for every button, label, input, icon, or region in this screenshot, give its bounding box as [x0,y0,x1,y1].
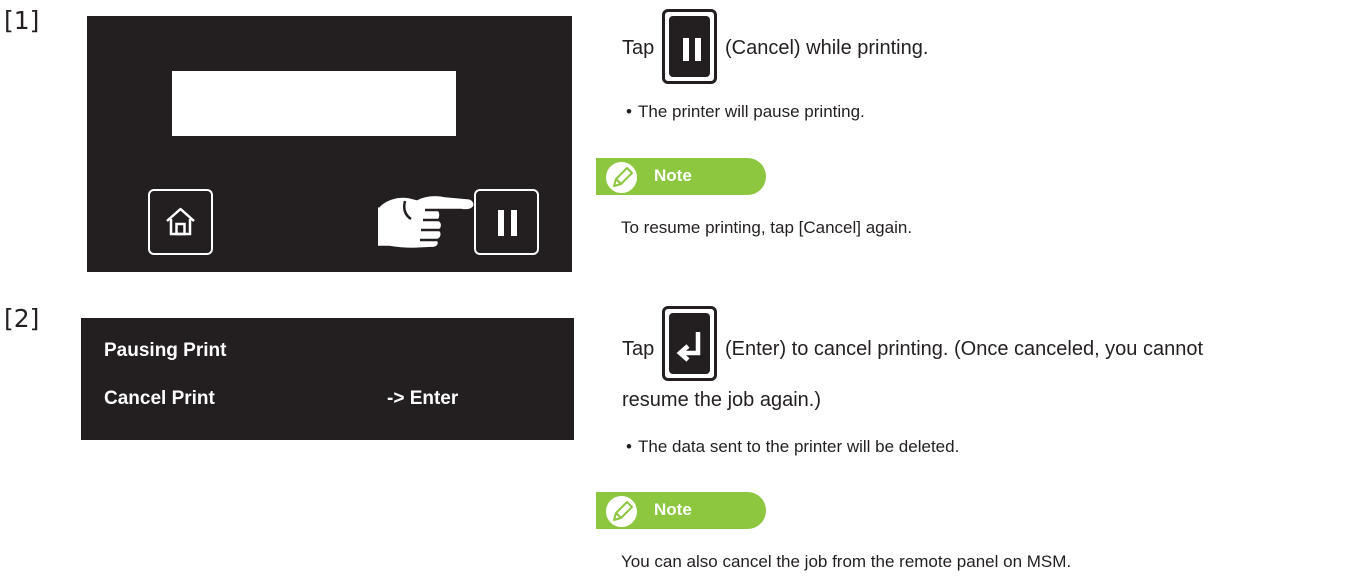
step-2-instruction-line2: resume the job again.) [622,389,821,412]
step-2-tap: Tap [622,338,654,361]
lcd-display [172,71,456,136]
lcd-screen-2 [81,318,574,440]
step-2-number: [2] [4,304,39,333]
pencil-icon [606,162,637,193]
lcd-line-cancel-action: -> Enter [387,388,458,410]
step-2-bullet: The data sent to the printer will be del… [638,437,959,457]
inline-enter-key [662,306,717,381]
note-text: To resume printing, tap [Cancel] again. [621,218,912,238]
note-label: Note [654,500,692,520]
step-2-instruction: (Enter) to cancel printing. (Once cancel… [725,338,1203,361]
step-1-bullet: The printer will pause printing. [638,102,865,122]
lcd-line-pausing: Pausing Print [104,340,226,362]
cancel-button [474,189,539,255]
home-button [148,189,213,255]
step-1-bullet-dot: • [626,102,632,122]
note-icon-circle [604,494,639,529]
note-text: You can also cancel the job from the rem… [621,552,1071,572]
inline-cancel-key [662,9,717,84]
note-icon-circle [604,160,639,195]
pointing-hand-icon [375,189,485,255]
step-1-tap: Tap [622,37,654,60]
pause-icon [669,16,710,77]
pencil-icon [606,496,637,527]
step-1-instruction: (Cancel) while printing. [725,37,928,60]
lcd-line-cancel-label: Cancel Print [104,388,215,410]
enter-icon [669,313,710,374]
step-2-bullet-dot: • [626,437,632,457]
home-icon [150,191,211,253]
step-1-number: [1] [4,6,39,35]
note-label: Note [654,166,692,186]
